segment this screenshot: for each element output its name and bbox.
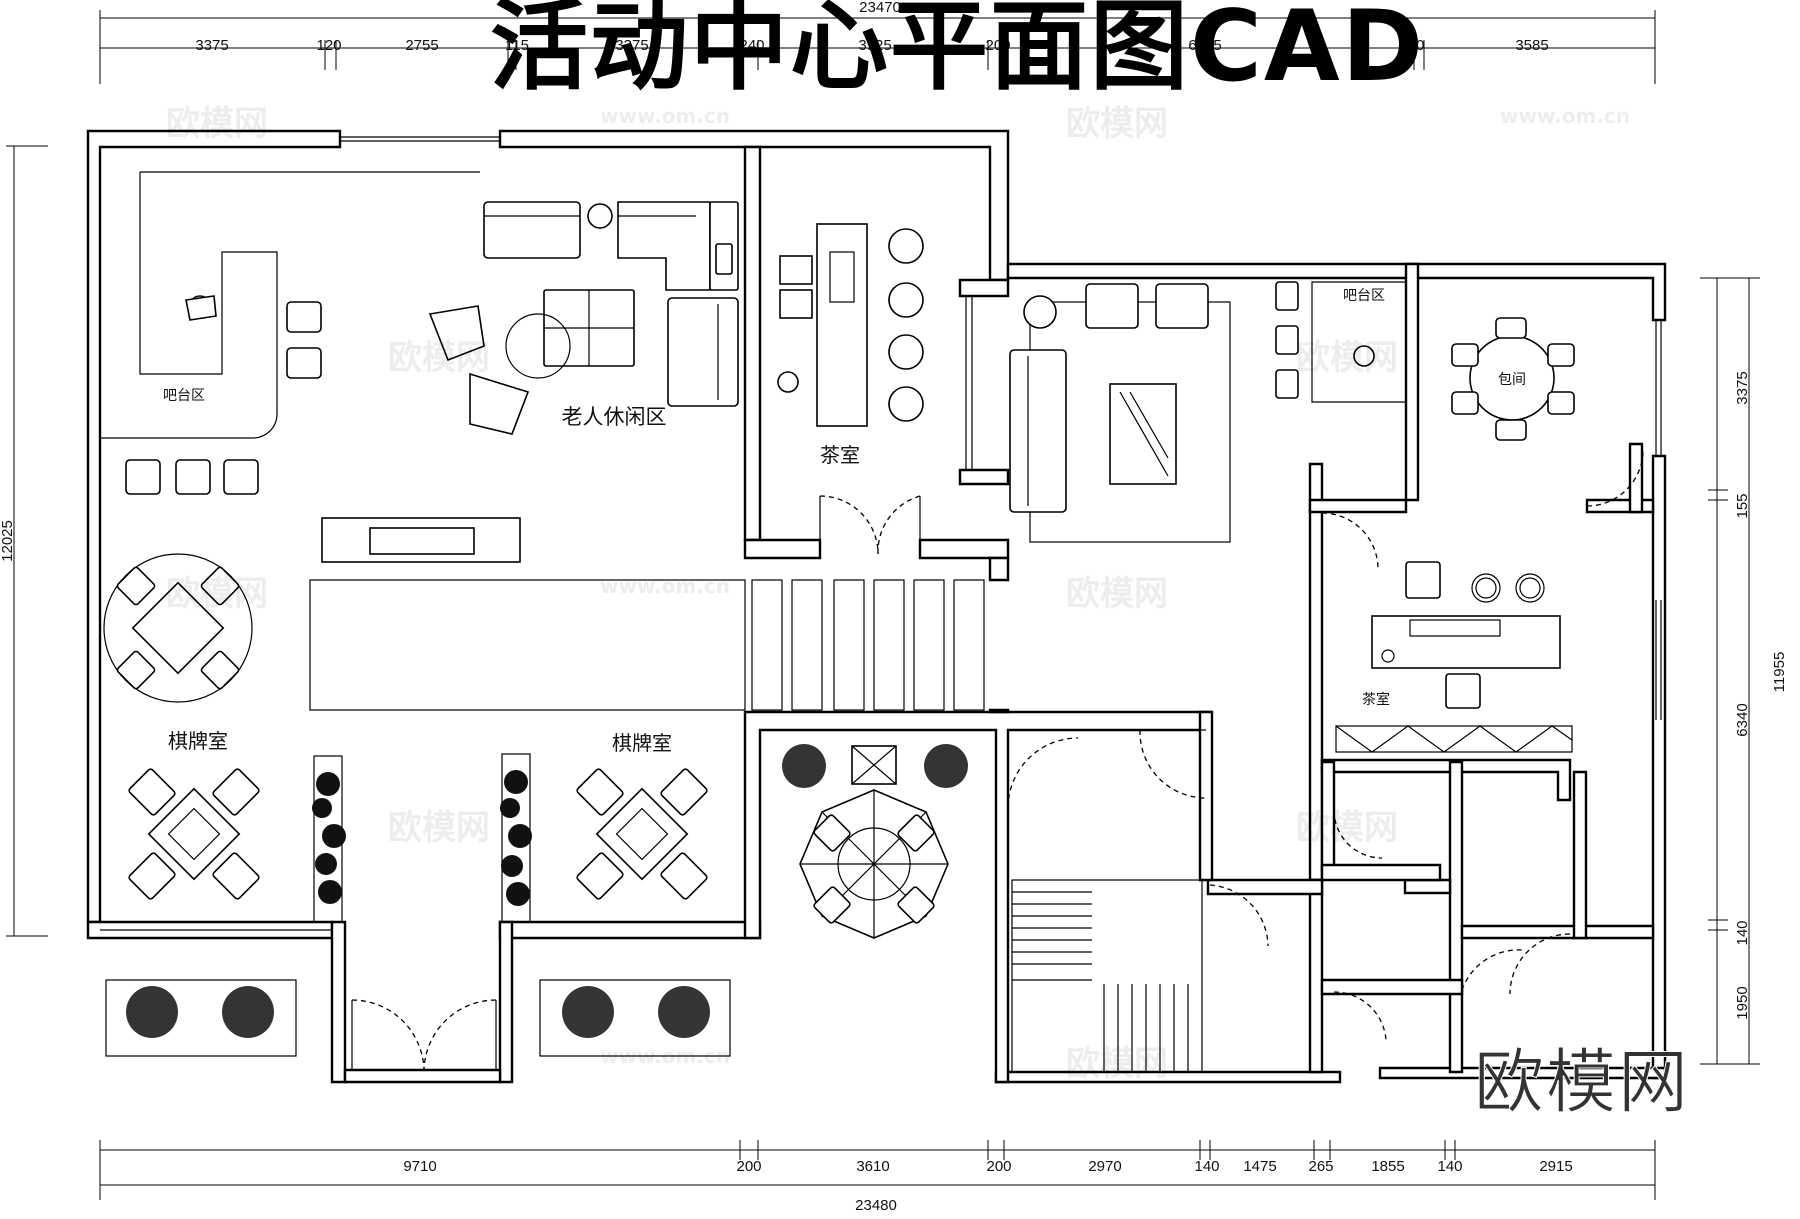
- living-area-right: [1009, 283, 1231, 543]
- private-room-table: [1451, 317, 1575, 441]
- bottom-dim-2: 200: [736, 1158, 761, 1175]
- umbrella-table: [799, 745, 949, 939]
- room-label-private-room: 包间: [1498, 372, 1526, 388]
- room-label-bar-right: 吧台区: [1343, 288, 1385, 304]
- reception-desk: [309, 517, 985, 711]
- bottom-total-dimension: 23480: [855, 1197, 897, 1214]
- top-dim-4: 115: [505, 37, 529, 54]
- bottom-dim-1: 9710: [403, 1158, 436, 1175]
- elder-lounge-furniture: [428, 201, 739, 435]
- room-label-card-room-mid: 棋牌室: [612, 731, 672, 755]
- right-dim-5: 1950: [1734, 986, 1751, 1019]
- staircase: [1011, 879, 1203, 1073]
- bottom-dimension-line: [99, 1140, 1656, 1200]
- top-dim-5: 3375: [615, 37, 648, 54]
- right-dim-1: 3375: [1734, 371, 1751, 404]
- bottom-dim-9: 1855: [1371, 1158, 1404, 1175]
- brand-logo: 欧模网: [1474, 1041, 1690, 1124]
- card-table-mid: [576, 768, 708, 900]
- room-label-card-room-left: 棋牌室: [168, 729, 228, 753]
- bottom-dim-6: 140: [1194, 1158, 1219, 1175]
- bottom-dim-7: 1475: [1243, 1158, 1276, 1175]
- bottom-dim-10: 140: [1437, 1158, 1462, 1175]
- right-total-dimension: 11955: [1771, 652, 1788, 693]
- bar-counter-left: [100, 171, 480, 495]
- bottom-dim-5: 2970: [1088, 1158, 1121, 1175]
- top-dim-1: 3375: [195, 37, 228, 54]
- top-dim-9: 6655: [1188, 37, 1221, 54]
- doors: [351, 449, 1644, 1071]
- room-label-elder-lounge: 老人休闲区: [562, 405, 667, 429]
- right-dim-2: 155: [1734, 493, 1751, 518]
- bottom-dim-8: 265: [1308, 1158, 1333, 1175]
- top-dim-11: 3585: [1515, 37, 1548, 54]
- round-card-table: [103, 553, 253, 703]
- card-table-left: [128, 768, 260, 900]
- right-dim-4: 140: [1734, 920, 1751, 945]
- top-total-dimension: 23470: [859, 0, 901, 16]
- top-dim-3: 2755: [405, 37, 438, 54]
- top-dim-2: 120: [316, 37, 341, 54]
- top-dim-8: 200: [985, 37, 1010, 54]
- bottom-dim-3: 3610: [856, 1158, 889, 1175]
- right-dimension-line: [1700, 277, 1760, 1065]
- top-dim-10: 120: [1399, 37, 1424, 54]
- walls: [86, 129, 1667, 1084]
- top-dim-6: 240: [739, 37, 764, 54]
- left-total-dimension: 12025: [0, 520, 16, 562]
- planters: [105, 744, 968, 1057]
- left-dimension-line: [6, 145, 48, 937]
- bottom-dim-11: 2915: [1539, 1158, 1572, 1175]
- page-title: 活动中心平面图CAD: [490, 0, 1426, 104]
- bottom-dim-4: 200: [986, 1158, 1011, 1175]
- room-label-tea-room-top: 茶室: [820, 443, 860, 467]
- room-label-bar-left: 吧台区: [163, 388, 205, 404]
- tea-room-top-furniture: [777, 223, 924, 427]
- room-label-tea-room-right: 茶室: [1362, 691, 1390, 708]
- top-dimension-line: [99, 10, 1656, 84]
- right-dim-3: 6340: [1734, 703, 1751, 736]
- bar-counter-right: [1275, 281, 1407, 403]
- tea-room-right-furniture: [1335, 561, 1573, 753]
- top-dim-7: 3525: [858, 37, 891, 54]
